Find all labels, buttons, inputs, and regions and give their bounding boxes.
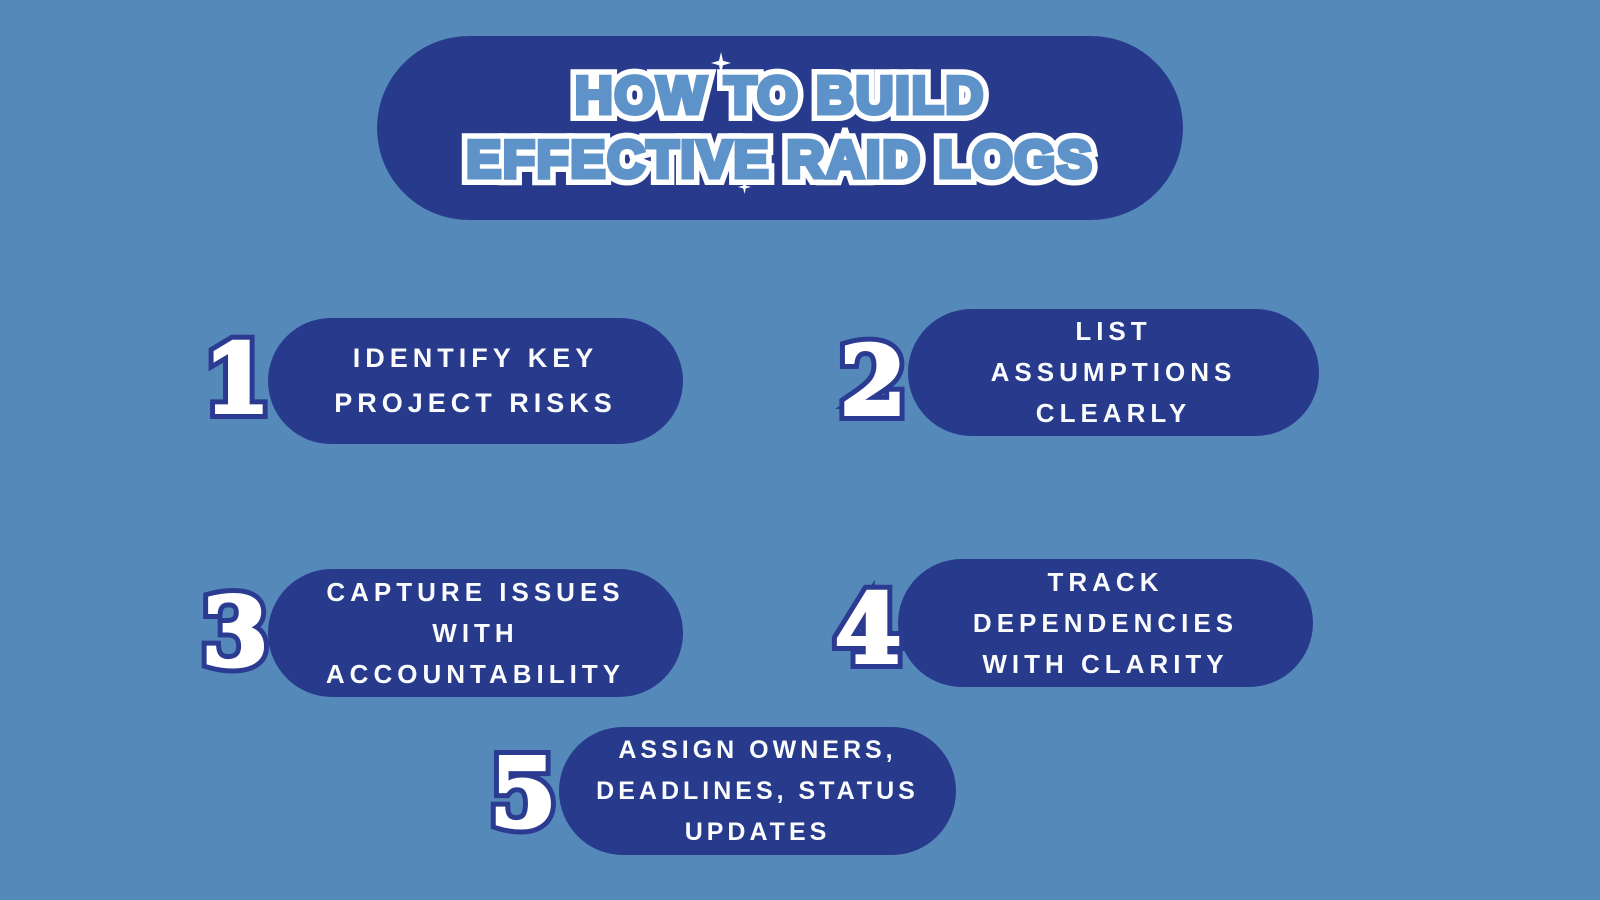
step-1-pill: IDENTIFY KEY PROJECT RISKS [268, 318, 683, 444]
step-4-number-text: 4 [833, 574, 903, 685]
step-3-text-line: ACCOUNTABILITY [325, 658, 626, 689]
step-3-text-line: WITH [432, 617, 519, 648]
step-2-text-line: ASSUMPTIONS [990, 357, 1237, 387]
step-5-text-line: ASSIGN OWNERS, [618, 735, 897, 764]
step-2-number-text: 2 [838, 326, 908, 437]
title-line-1: HOW TO BUILD HOW TO BUILD [567, 59, 991, 133]
step-5-number: 5 5 [478, 738, 568, 849]
step-2-pill: LIST ASSUMPTIONS CLEARLY [908, 309, 1319, 436]
step-4-pill: TRACK DEPENDENCIES WITH CLARITY [898, 559, 1313, 687]
step-3-number-outline: 3 [195, 577, 275, 688]
step-1-text-line: PROJECT RISKS [334, 388, 617, 418]
step-2-text-line: CLEARLY [1035, 398, 1192, 428]
step-1-number-text: 1 [202, 324, 272, 435]
title-line-2: EFFECTIVE RAID LOGS EFFECTIVE RAID LOGS [458, 123, 1099, 197]
step-3-number-text: 3 [200, 577, 270, 688]
step-4-text-line: DEPENDENCIES [972, 607, 1239, 638]
step-3-number: 3 3 [190, 577, 280, 688]
step-1-text-line: IDENTIFY KEY [352, 343, 599, 373]
step-5-text-line: DEADLINES, STATUS [596, 776, 919, 805]
title-banner: HOW TO BUILD HOW TO BUILD EFFECTIVE RAID… [377, 36, 1183, 220]
step-3-pill: CAPTURE ISSUES WITH ACCOUNTABILITY [268, 569, 683, 697]
title-line-2-outline: EFFECTIVE RAID LOGS [458, 123, 1099, 197]
title-line-2-text: EFFECTIVE RAID LOGS [464, 129, 1094, 192]
step-1-number-outline: 1 [197, 324, 277, 435]
step-2-number: 2 2 [828, 326, 918, 437]
step-3-text-line: CAPTURE ISSUES [326, 576, 625, 607]
step-4-text-line: TRACK [1047, 566, 1164, 597]
step-5-number-text: 5 [488, 738, 558, 849]
step-4-number-outline: 4 [828, 574, 908, 685]
title-line-1-outline: HOW TO BUILD [567, 59, 991, 133]
title-line-1-text: HOW TO BUILD [572, 65, 986, 128]
step-5-pill: ASSIGN OWNERS, DEADLINES, STATUS UPDATES [559, 727, 956, 855]
step-5-text-line: UPDATES [684, 817, 831, 846]
step-2-text-line: LIST [1075, 316, 1152, 346]
step-1-number: 1 1 [192, 324, 282, 435]
step-5-number-outline: 5 [483, 738, 563, 849]
step-2-number-outline: 2 [833, 326, 913, 437]
step-4-number: 4 4 [823, 574, 913, 685]
step-4-text-line: WITH CLARITY [982, 648, 1229, 679]
